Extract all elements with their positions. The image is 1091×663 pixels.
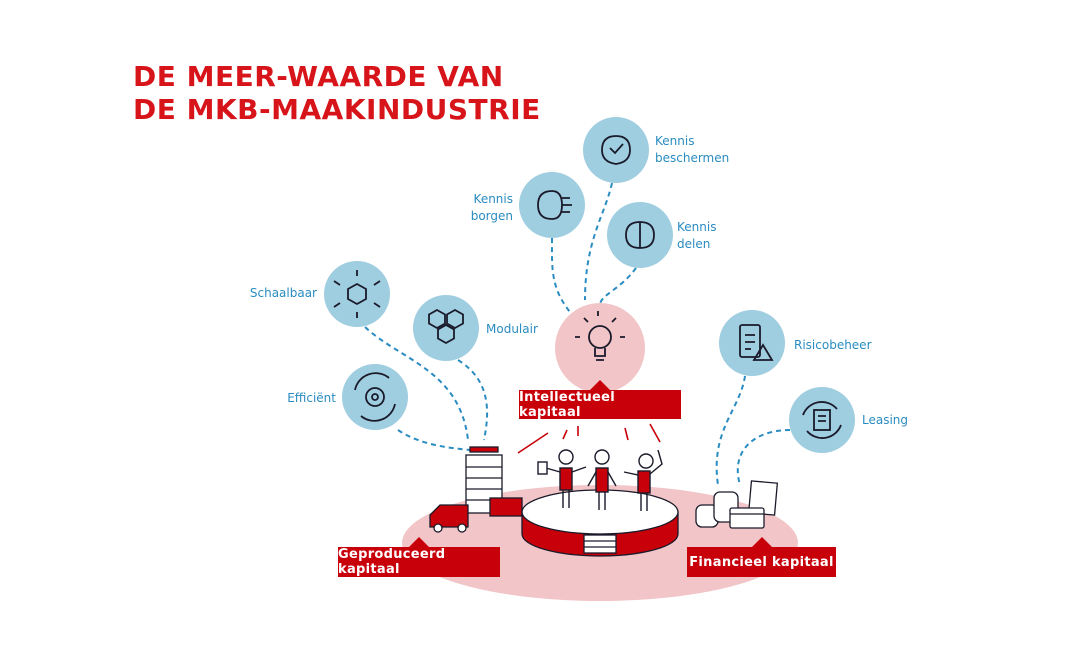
label-kennis-borgen: Kennis borgen xyxy=(470,192,513,223)
page-title: DE MEER-WAARDE VAN DE MKB-MAAKINDUSTRIE xyxy=(133,60,541,126)
label-risicobeheer: Risicobeheer xyxy=(794,338,872,352)
intellectueel-kapitaal-label: Intellectueel kapitaal xyxy=(519,380,681,420)
label-kennis-beschermen: Kennis beschermen xyxy=(655,134,730,165)
brain-circuit-icon xyxy=(519,172,585,238)
people xyxy=(537,449,663,511)
geproduceerd-kapitaal-label: Geproduceerd kapitaal xyxy=(338,537,500,577)
title-line-1: DE MEER-WAARDE VAN xyxy=(133,60,504,93)
title-line-2: DE MKB-MAAKINDUSTRIE xyxy=(133,93,541,126)
label-schaalbaar: Schaalbaar xyxy=(249,286,317,300)
hexagons-icon xyxy=(413,295,479,361)
brain-shield-icon xyxy=(583,117,649,183)
coins-card-icon xyxy=(695,480,779,529)
platform xyxy=(521,489,679,557)
financieel-kapitaal-label: Financieel kapitaal xyxy=(687,537,836,577)
factory-truck-icon xyxy=(429,446,523,533)
label-leasing: Leasing xyxy=(862,413,909,427)
label-kennis-delen: Kennis delen xyxy=(677,220,717,251)
hexagon-arrows-icon xyxy=(324,261,390,327)
clipboard-warning-icon xyxy=(719,310,785,376)
label-modulair: Modulair xyxy=(486,322,538,336)
label-efficient: Efficiënt xyxy=(287,391,336,405)
document-cycle-icon xyxy=(789,387,855,453)
lightbulb-icon xyxy=(575,311,625,361)
connectors xyxy=(364,182,791,486)
